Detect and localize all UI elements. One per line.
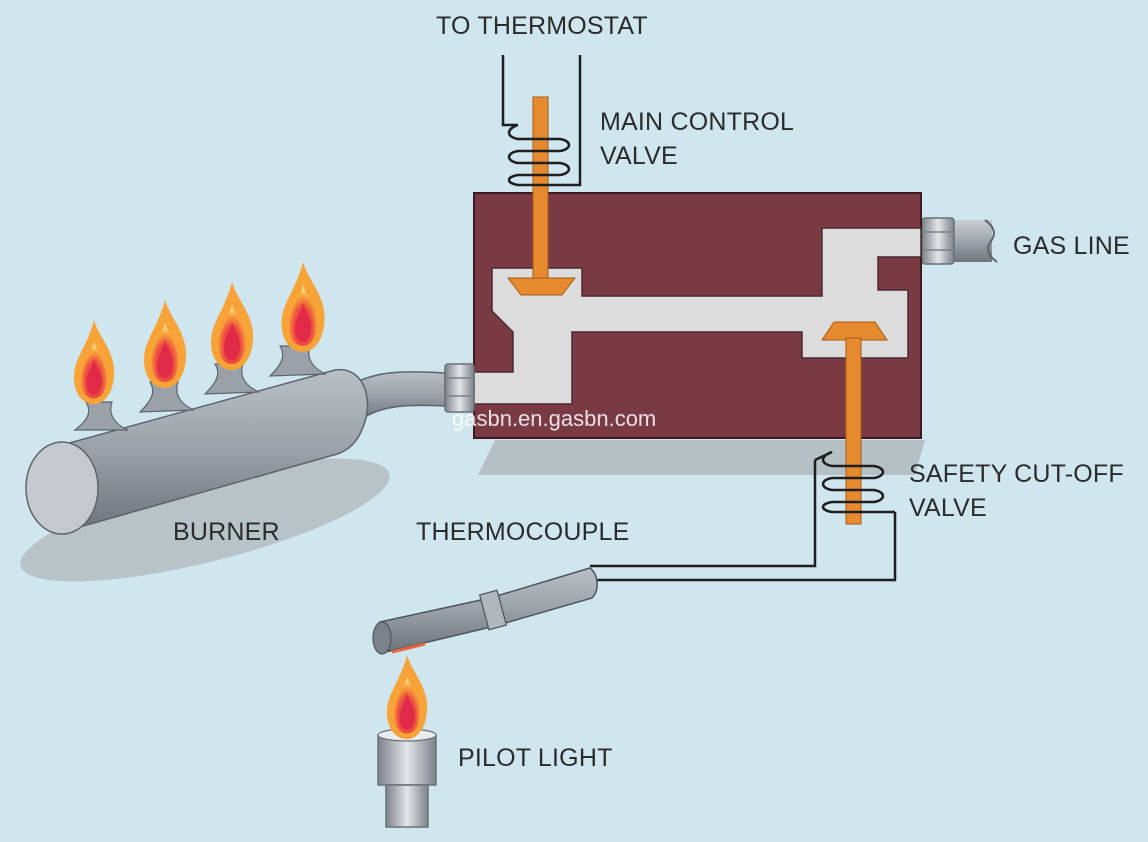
label-burner: BURNER [173,518,280,546]
main-control-valve-stem [506,96,577,296]
safety-coil-wiring [590,450,897,582]
label-safety-cutoff-valve-line2: VALVE [909,494,987,522]
thermostat-wiring [501,55,582,187]
label-gas-line: GAS LINE [1013,232,1130,260]
pilot-light [377,655,437,828]
label-thermocouple: THERMOCOUPLE [416,518,630,546]
gas-line-pipe [921,217,998,265]
label-to-thermostat: TO THERMOSTAT [436,12,648,40]
valve-shadow [478,440,925,475]
burner-shadow [20,458,390,582]
thermocouple-probe [372,567,598,655]
burner [25,345,369,535]
gas-channel [473,227,922,405]
watermark: gasbn.en.gasbn.com [452,406,657,431]
label-main-control-valve-line1: MAIN CONTROL [600,108,795,136]
label-pilot-light: PILOT LIGHT [458,744,613,772]
burner-supply-pipe [344,363,475,422]
label-main-control-valve-line2: VALVE [600,142,678,170]
label-safety-cutoff-valve-line1: SAFETY CUT-OFF [909,460,1124,488]
